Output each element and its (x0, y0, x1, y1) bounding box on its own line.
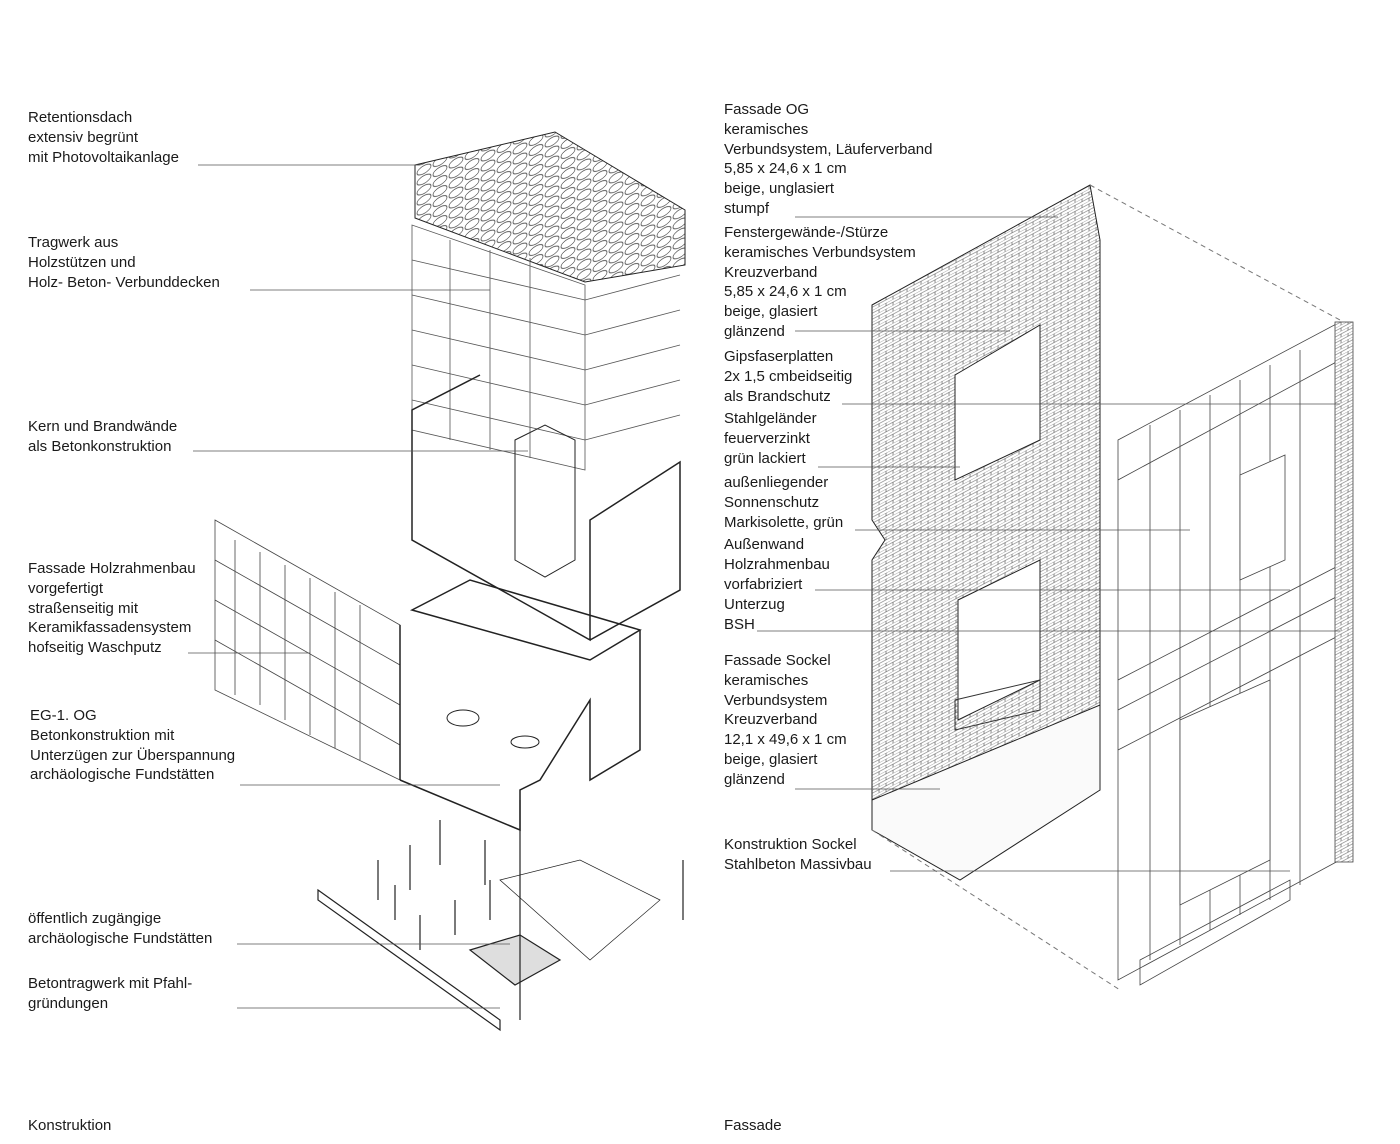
label-line: als Betonkonstruktion (28, 437, 172, 455)
label-line: EG-1. OG (30, 707, 97, 724)
label-line: Markisolette, grün (724, 513, 844, 531)
label-line: beige, unglasiert (724, 180, 835, 198)
label-line: archäologische Fundstätten (28, 929, 213, 947)
label-kern: Kern und Brandwände als Betonkonstruktio… (28, 417, 177, 457)
label-line: keramisches (724, 671, 809, 689)
label-fassade-og: Fassade OG keramisches Verbundsystem, Lä… (724, 100, 932, 219)
label-line: Verbundsystem (724, 691, 828, 709)
label-line: Fassade OG (724, 101, 810, 118)
label-retentionsdach: Retentionsdach extensiv begrünt mit Phot… (28, 108, 179, 167)
label-line: Tragwerk aus (28, 234, 119, 251)
label-line: 2x 1,5 cmbeidseitig (724, 367, 853, 385)
label-line: Unterzug (724, 596, 785, 613)
label-fenstergewaende: Fenstergewände-/Stürze keramisches Verbu… (724, 223, 916, 342)
plinth (871, 704, 1101, 881)
label-line: außenliegender (724, 474, 829, 491)
label-line: keramisches (724, 120, 809, 138)
label-line: öffentlich zugängige (28, 910, 162, 927)
facade-axonometric (871, 184, 1354, 991)
label-line: keramisches Verbundsystem (724, 243, 916, 261)
label-line: grün lackiert (724, 449, 806, 467)
label-line: beige, glasiert (724, 750, 818, 768)
label-line: Konstruktion Sockel (724, 836, 857, 853)
label-line: archäologische Fundstätten (30, 766, 215, 784)
label-line: beige, glasiert (724, 303, 818, 321)
label-line: Kreuzverband (724, 263, 818, 281)
label-line: glänzend (724, 322, 785, 340)
timber-frame (411, 224, 681, 471)
label-line: glänzend (724, 770, 785, 788)
label-fassade-sockel: Fassade Sockel keramisches Verbundsystem… (724, 651, 847, 790)
projection-lines (871, 184, 1341, 991)
label-stahlgelaender: Stahlgeländer feuerverzinkt grün lackier… (724, 409, 817, 468)
label-line: 12,1 x 49,6 x 1 cm (724, 731, 847, 749)
label-line: 5,85 x 24,6 x 1 cm (724, 283, 847, 301)
label-line: Retentionsdach (28, 109, 133, 126)
label-line: Gipsfaserplatten (724, 348, 834, 365)
label-aussenwand: Außenwand Holzrahmenbau vorfabriziert (724, 535, 830, 594)
window-upper (954, 324, 1041, 481)
label-fassade-holzrahmenbau: Fassade Holzrahmenbau vorgefertigt straß… (28, 559, 196, 658)
label-line: Kern und Brandwände (28, 418, 178, 435)
label-fundstaetten: öffentlich zugängige archäologische Fund… (28, 909, 212, 949)
label-line: Kreuzverband (724, 711, 818, 729)
label-line: Stahlgeländer (724, 410, 817, 427)
label-line: Betontragwerk mit Pfahl- (28, 975, 193, 992)
label-line: Holzstützen und (28, 253, 136, 271)
label-betontragwerk: Betontragwerk mit Pfahl- gründungen (28, 974, 192, 1014)
label-line: extensiv begrünt (28, 128, 139, 146)
timber-facade (214, 519, 401, 781)
label-line: Holzrahmenbau (724, 555, 830, 573)
concrete-core (411, 374, 681, 642)
caption-konstruktion: Konstruktion (28, 1117, 112, 1134)
label-line: Fassade Holzrahmenbau (28, 560, 196, 577)
label-line: Betonkonstruktion mit (30, 726, 175, 744)
label-line: stumpf (724, 199, 770, 217)
label-line: Holz- Beton- Verbunddecken (28, 273, 220, 291)
construction-axonometric (214, 131, 686, 1032)
ground-floor-concrete (399, 579, 642, 832)
foundation (317, 800, 684, 1032)
label-line: Sonnenschutz (724, 493, 820, 511)
label-line: Keramikfassadensystem (28, 619, 192, 637)
roof (414, 131, 686, 283)
label-line: Verbundsystem, Läuferverband (724, 140, 933, 158)
label-line: vorgefertigt (28, 579, 104, 597)
label-sonnenschutz: außenliegender Sonnenschutz Markisolette… (724, 473, 843, 532)
label-line: Fenstergewände-/Stürze (724, 224, 889, 241)
label-eg-1-og: EG-1. OG Betonkonstruktion mit Unterzüge… (30, 706, 235, 785)
leader-lines (188, 164, 1340, 1009)
label-gipsfaserplatten: Gipsfaserplatten 2x 1,5 cmbeidseitig als… (724, 347, 852, 406)
label-line: Außenwand (724, 536, 805, 553)
label-line: hofseitig Waschputz (28, 639, 162, 657)
label-line: 5,85 x 24,6 x 1 cm (724, 160, 847, 178)
caption-fassade: Fassade (724, 1117, 782, 1134)
structure-frame (1117, 321, 1354, 986)
label-line: straßenseitig mit (28, 599, 139, 617)
label-tragwerk: Tragwerk aus Holzstützen und Holz- Beton… (28, 233, 220, 292)
label-line: feuerverzinkt (724, 429, 810, 447)
label-line: BSH (724, 615, 755, 633)
label-line: Stahlbeton Massivbau (724, 855, 872, 873)
label-unterzug: Unterzug BSH (724, 595, 785, 635)
label-konstruktion-sockel: Konstruktion Sockel Stahlbeton Massivbau (724, 835, 872, 875)
label-line: Unterzügen zur Überspannung (30, 746, 236, 764)
label-line: gründungen (28, 994, 109, 1012)
label-line: vorfabriziert (724, 575, 803, 593)
railing (954, 679, 1041, 731)
label-line: Fassade Sockel (724, 652, 831, 669)
label-line: als Brandschutz (724, 387, 831, 405)
label-line: mit Photovoltaikanlage (28, 148, 179, 166)
